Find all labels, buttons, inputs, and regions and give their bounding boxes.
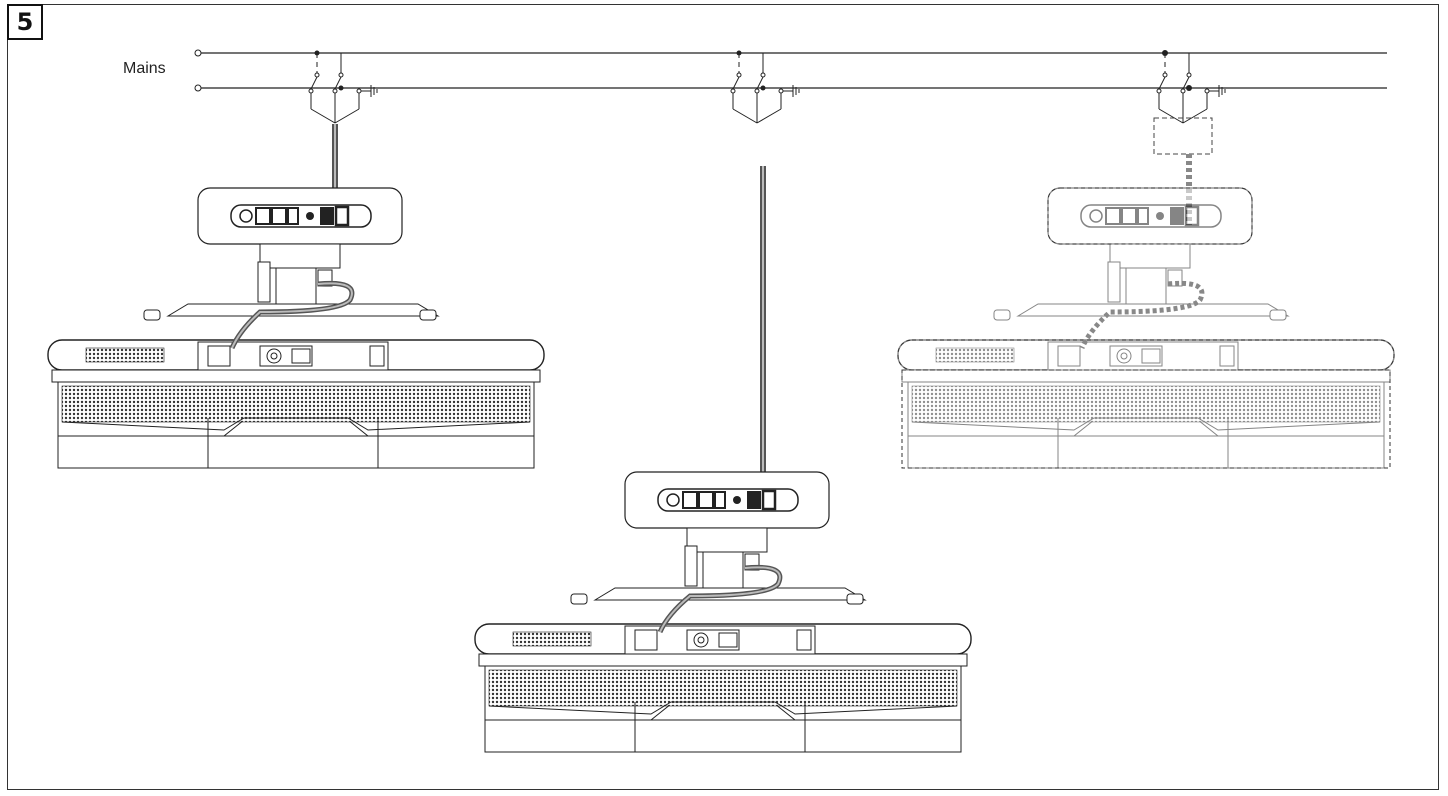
figure-frame: [7, 4, 1439, 790]
step-number-badge: 5: [7, 4, 43, 40]
fixture-center: [473, 470, 973, 754]
mains-label: Mains: [123, 60, 166, 77]
switch-right: [1153, 52, 1226, 155]
fixture-left: [46, 186, 546, 470]
fixture-right-outline: [897, 187, 1395, 469]
fixture-right: [896, 186, 1396, 470]
mains-bus: [194, 49, 1387, 92]
